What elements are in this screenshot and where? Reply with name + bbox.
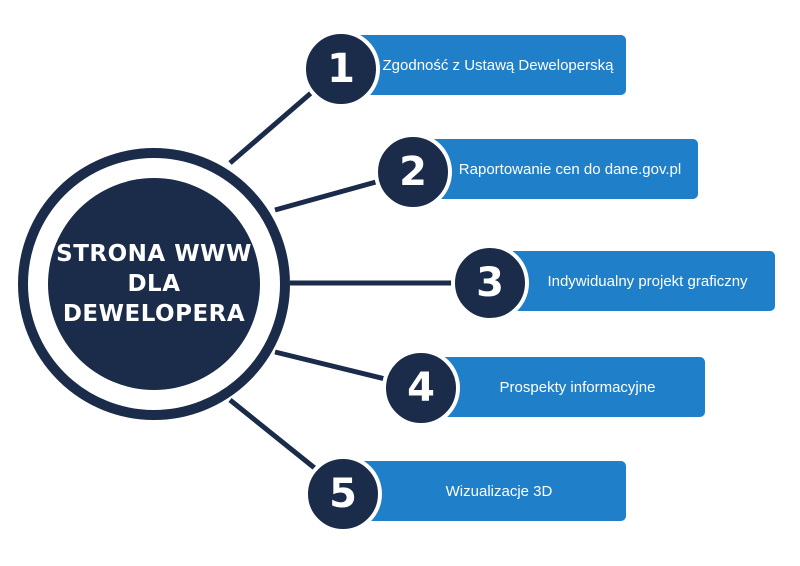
item-3-number-badge: 3 (451, 244, 529, 322)
hub-circle: STRONA WWW DLA DEWELOPERA (48, 178, 260, 390)
item-5-label: Wizualizacje 3D (445, 482, 553, 500)
item-1-box: Zgodność z Ustawą Deweloperską (350, 35, 626, 95)
hub-title-line-1: STRONA WWW (56, 241, 252, 267)
item-3-box: Indywidualny projekt graficzny (500, 251, 775, 311)
item-2-box: Raportowanie cen do dane.gov.pl (422, 139, 698, 199)
item-4-number-badge: 4 (382, 349, 460, 427)
item-2-label: Raportowanie cen do dane.gov.pl (458, 160, 682, 178)
item-4-box: Prospekty informacyjne (430, 357, 705, 417)
hub-title-line-2: DLA (127, 271, 181, 297)
item-3-label: Indywidualny projekt graficzny (547, 272, 748, 290)
item-5-number-badge: 5 (304, 455, 382, 533)
item-1-label: Zgodność z Ustawą Deweloperską (382, 56, 614, 74)
item-4-label: Prospekty informacyjne (499, 378, 656, 396)
item-5-box: Wizualizacje 3D (352, 461, 626, 521)
hub-title: STRONA WWW DLA DEWELOPERA (56, 239, 252, 329)
item-2-number-badge: 2 (374, 133, 452, 211)
item-1-number-badge: 1 (302, 30, 380, 108)
hub-title-line-3: DEWELOPERA (62, 301, 246, 327)
